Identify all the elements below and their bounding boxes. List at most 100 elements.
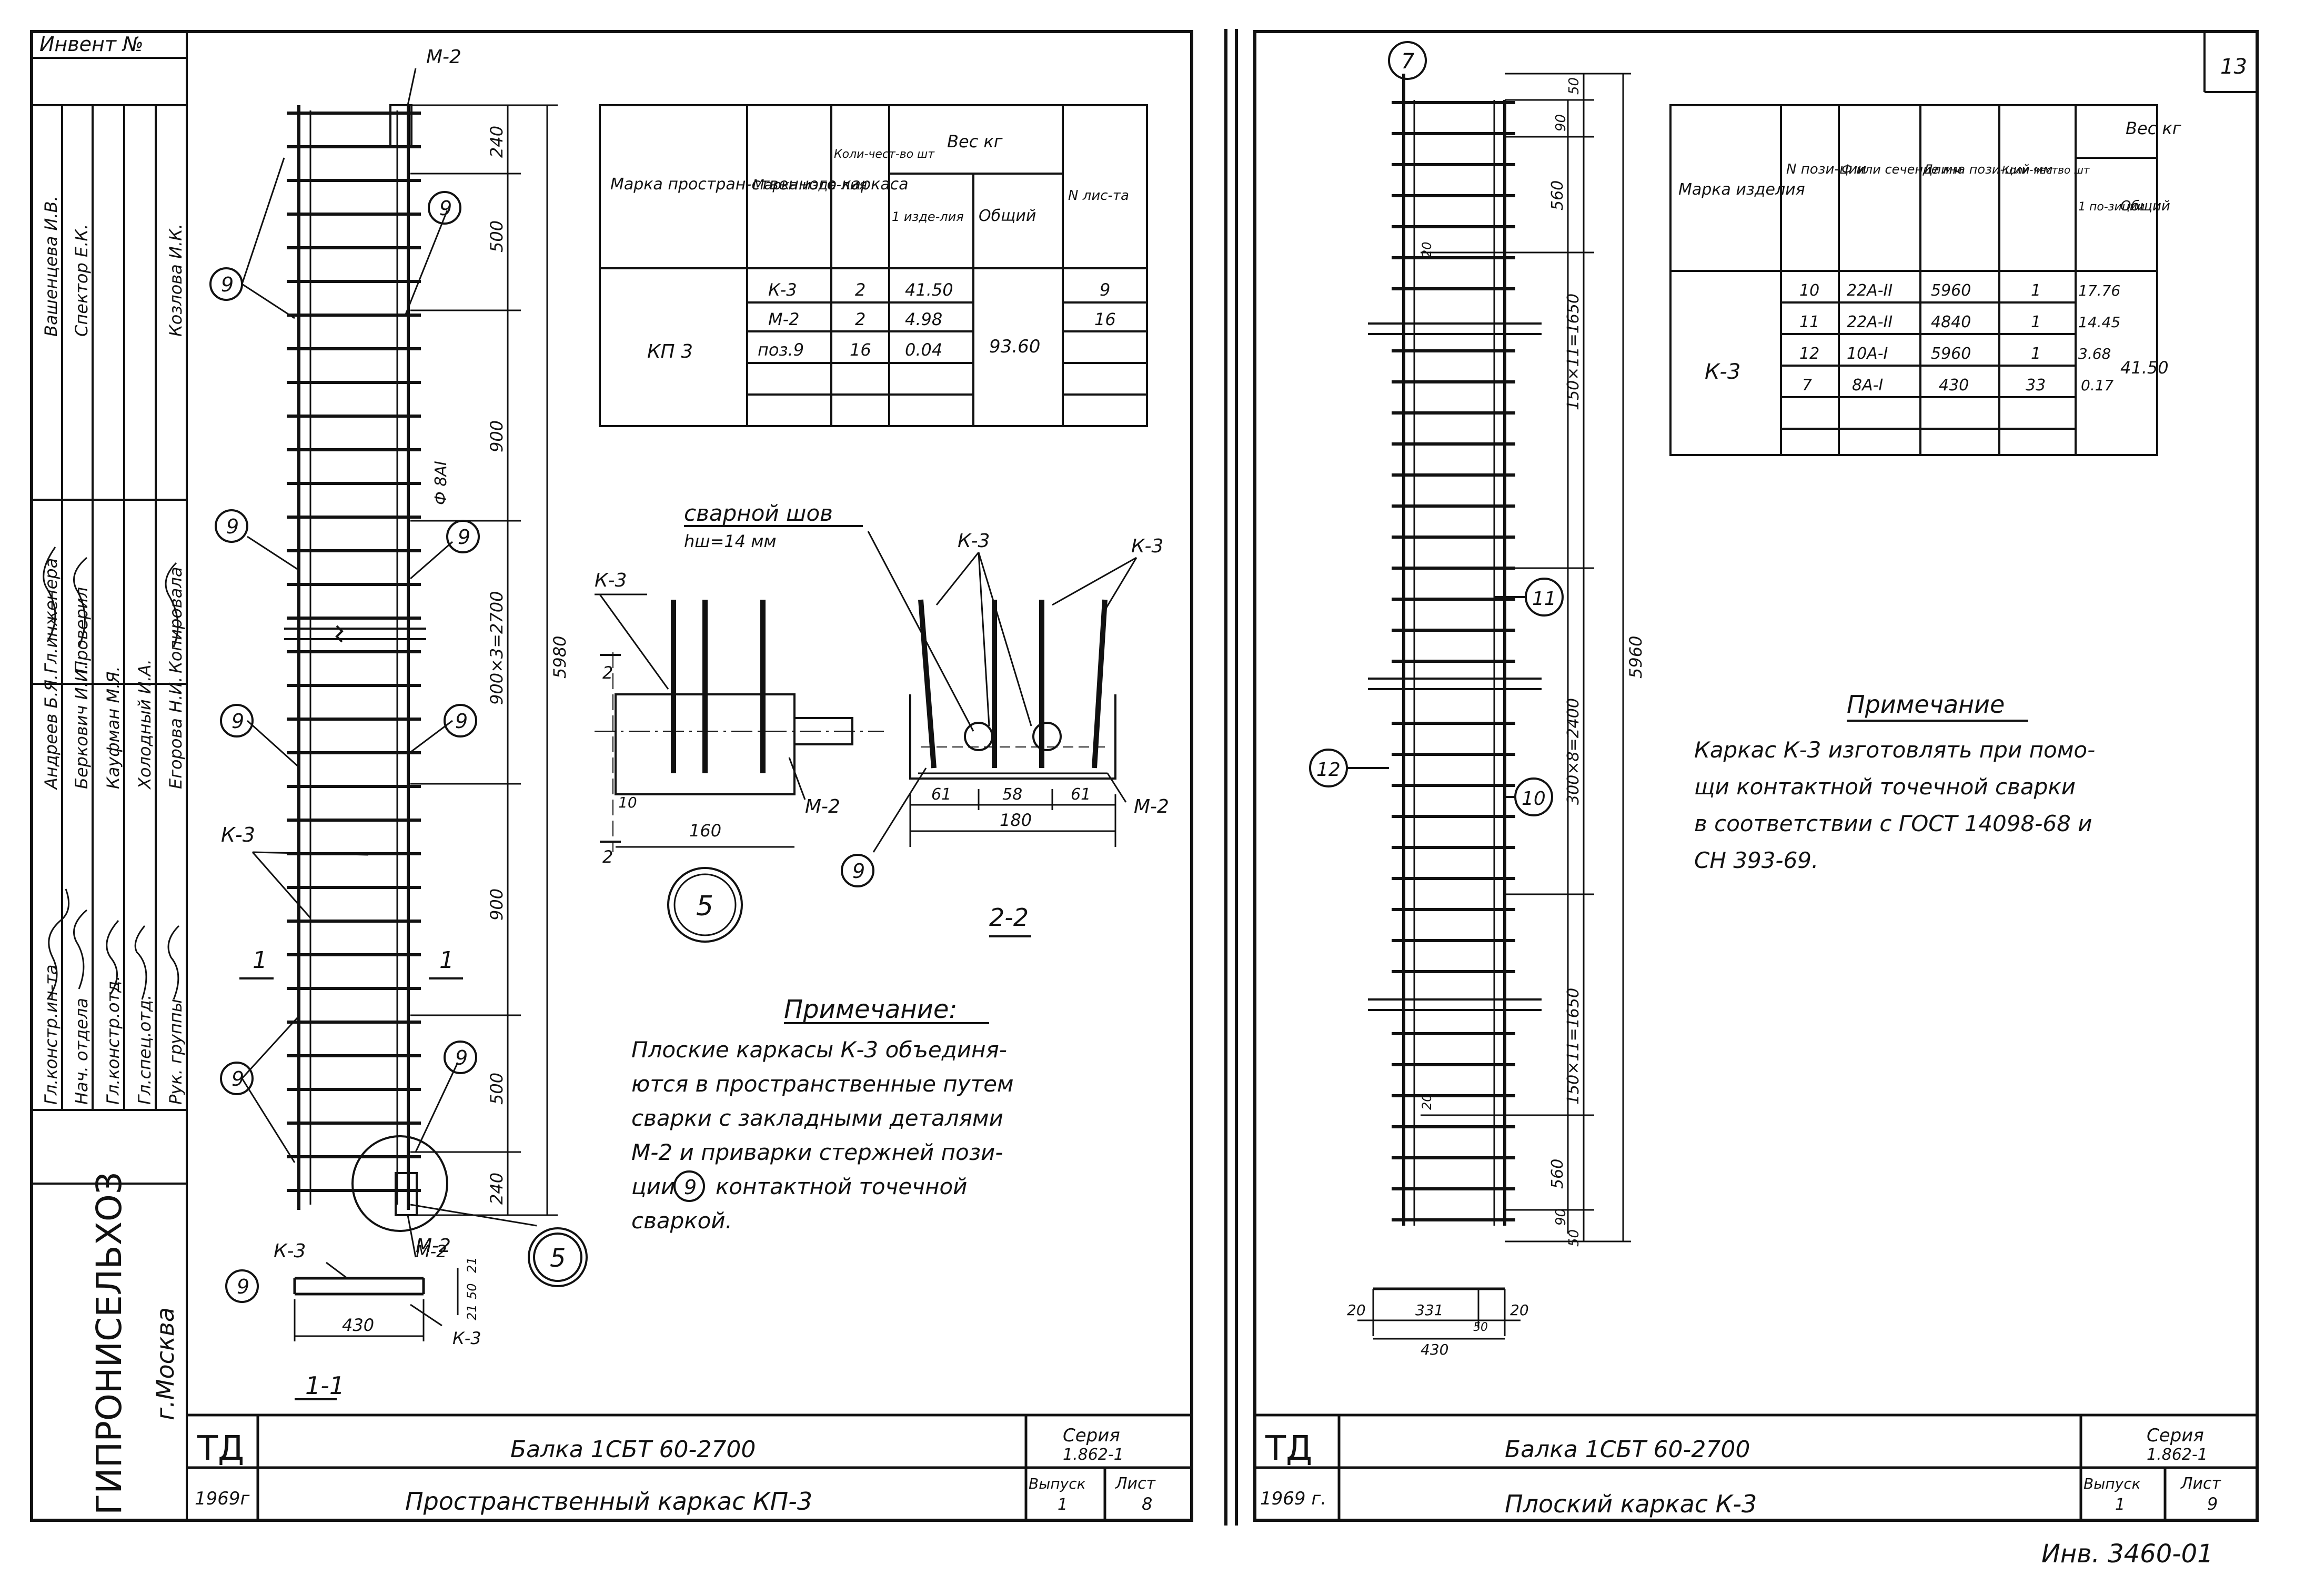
kp3-header-item: Марка изде-лия [752,177,867,193]
elevation-kp3 [284,104,448,1232]
section-mark-1-left: 1 [253,947,267,974]
k3-row3-len: 5960 [1931,345,1971,363]
k3-row2-pos: 11 [1799,313,1819,331]
rdim-560-top: 560 [1548,180,1567,210]
stamp-name-4: Холодный И.А. [135,659,155,790]
k3-header-length: Длина пози-ций мм [1922,162,2052,177]
weld-dim-160: 160 [689,821,721,841]
rdim-20-bottom: 20 [1420,1094,1434,1110]
k3-row4-pos: 7 [1802,376,1812,395]
stamp-role-6: Гл.инженера [41,558,61,673]
label-dia: Ф 8АI [432,461,450,505]
left-issue: 1 [1058,1496,1068,1514]
bar-callouts [1309,41,1564,816]
handwritten-signatures [43,547,180,1000]
k3-row3-weight: 3.68 [2078,345,2111,362]
dim-900-top: 900 [487,420,507,452]
k3-row3-qty: 1 [2031,345,2041,363]
k3-row2-weight: 14.45 [2078,314,2120,331]
title-block-left [187,1413,1192,1520]
weld-dim-10: 10 [618,794,637,811]
rdim-150x11-top: 150×11=1650 [1564,294,1583,410]
k3-header-dia: Ф или сечение мм [1841,162,1962,177]
callout-9-a: 9 [221,273,234,296]
k3-sec-dim-20-right: 20 [1510,1301,1529,1319]
weld-node-number: 5 [696,891,713,922]
dim-240-top: 240 [487,126,507,158]
weld-section-mark-bottom: 2 [602,847,613,867]
node-5-circle [351,1135,448,1232]
k3-row4-dia: 8А-I [1852,376,1883,395]
right-series-label: Серия [2147,1425,2204,1446]
elevation-k3-breaks [1368,322,1542,1011]
stamp-role-8: Копировала [166,567,186,673]
k3-total-weight: 41.50 [2120,358,2169,378]
elevation-break [284,625,426,643]
note-left-line-1: Плоские каркасы К-3 объединя- [631,1037,1007,1063]
bar-label-10: 10 [1522,788,1546,810]
kp3-row3-qty: 16 [850,340,871,360]
k3-row1-qty: 1 [2031,281,2041,300]
left-td: ТД [197,1429,244,1468]
node-5-label-circle-inner [673,873,737,936]
right-series: 1.862-1 [2147,1446,2208,1464]
callout-9-f: 9 [439,197,452,220]
stamp-role-5: Рук. группы [166,999,186,1105]
kp3-header-spatial: Марка простран-ственного каркаса [610,175,908,194]
inventory-label: Инвент № [39,33,144,56]
rdim-20-top: 20 [1420,241,1434,258]
kp3-row1-weight: 41.50 [905,280,953,300]
elevation-leaders [241,68,537,1258]
note-left-line-5: ции [631,1174,675,1199]
s22-callout-9-text: 9 [852,860,865,883]
weld-m2-left: М-2 [805,796,840,817]
kp3-row2-sheet: 16 [1094,309,1116,329]
kp3-group-mark: КП 3 [647,341,693,362]
right-drawing-title: Плоский каркас К-3 [1505,1490,1757,1518]
rdim-50-top: 50 [1566,77,1582,95]
note-right-line-4: СН 393-69. [1694,847,1818,873]
section-1-1 [293,1261,459,1400]
note-left-callout-9 [673,1170,705,1202]
s22-k3-a: К-3 [958,530,990,552]
note-right-line-1: Каркас К-3 изготовлять при помо- [1694,737,2095,763]
dim-240-bottom: 240 [487,1173,507,1205]
left-sheet-label: Лист [1115,1474,1156,1493]
left-year: 1969г [195,1488,250,1509]
note-right-title: Примечание [1847,690,2005,719]
right-td: ТД [1265,1429,1312,1468]
kp3-row2-weight: 4.98 [905,309,942,329]
stamp-name-5: Егорова Н.И. [166,677,186,789]
k3-sec-dim-50: 50 [1473,1321,1488,1334]
k3-group-mark: К-3 [1705,360,1740,384]
stamp-name-1: Андреев Б.Я. [41,674,61,790]
elevation-stirrups [287,112,421,1192]
elevation-k3 [1368,74,1542,1226]
dim-500-bottom: 500 [487,1073,507,1105]
note-left-line-4: М-2 и приварки стержней пози- [631,1139,1003,1165]
s22-m2: М-2 [1134,796,1169,817]
section-mark-1-right: 1 [439,947,454,974]
label-k3: К-3 [221,823,255,846]
kp3-header-qty: Коли-чест-во шт [834,148,935,161]
stamp-name-2: Беркович И.И. [72,664,92,789]
node-5-label-circle [667,867,743,943]
kp3-row1-mark: К-3 [768,280,797,300]
kp3-row3-mark: поз.9 [758,340,804,360]
k3-row4-len: 430 [1939,376,1969,395]
weld-detail-node5 [595,593,884,852]
weld-subtitle: hш=14 мм [684,531,777,551]
page-number-box [2203,32,2257,93]
bar-label-7: 7 [1401,49,1415,74]
title-block-right [1255,1413,2257,1520]
right-sheet: 9 [2207,1494,2218,1514]
section-1-1-width: 430 [342,1315,374,1335]
right-year: 1969 г. [1260,1488,1326,1509]
label-m2-bottom: М-2 [416,1235,451,1257]
section-1-1-k3-bottom: К-3 [452,1328,481,1348]
weld-section-mark-top: 2 [602,663,613,683]
section-k3-bottom [1357,1287,1521,1340]
label-m2-top: М-2 [426,46,461,68]
k3-header-weight: Вес кг [2126,118,2181,138]
